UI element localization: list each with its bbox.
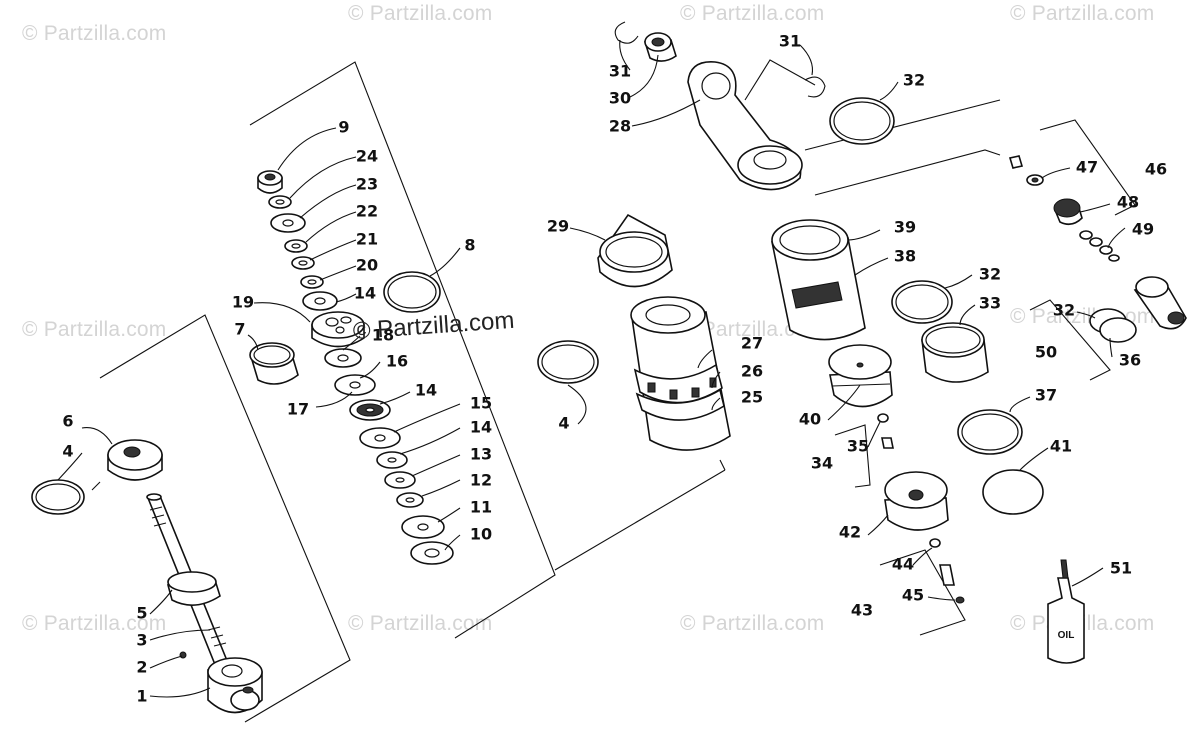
watermark: © Partzilla.com (348, 612, 493, 635)
callout-50: 50 (1035, 343, 1057, 362)
callout-23: 23 (356, 175, 378, 194)
callout-44: 44 (892, 555, 914, 574)
callout-30: 30 (609, 89, 631, 108)
group-bracket-lines (99, 59, 1136, 723)
callout-2: 2 (136, 658, 147, 677)
watermark: © Partzilla.com (348, 2, 493, 25)
valve-stack (249, 170, 454, 565)
callout-28: 28 (609, 117, 631, 136)
callout-49: 49 (1132, 220, 1154, 239)
callout-43: 43 (851, 601, 873, 620)
callout-37: 37 (1035, 386, 1057, 405)
callout-45: 45 (902, 586, 924, 605)
callout-32: 32 (903, 71, 925, 90)
watermark: © Partzilla.com (1010, 2, 1155, 25)
callout-14: 14 (415, 381, 437, 400)
callout-24: 24 (356, 147, 378, 166)
oil-label: OIL (1058, 630, 1075, 641)
watermark: © Partzilla.com (22, 22, 167, 45)
callout-9: 9 (338, 118, 349, 137)
callout-4: 4 (62, 442, 73, 461)
callout-14: 14 (354, 284, 376, 303)
callout-39: 39 (894, 218, 916, 237)
callout-20: 20 (356, 256, 378, 275)
oil-bottle-part (1047, 577, 1085, 664)
callout-12: 12 (470, 471, 492, 490)
callout-19: 19 (232, 293, 254, 312)
callout-41: 41 (1050, 437, 1072, 456)
callout-34: 34 (811, 454, 833, 473)
callout-47: 47 (1076, 158, 1098, 177)
watermark: © Partzilla.com (22, 318, 167, 341)
callout-38: 38 (894, 247, 916, 266)
callout-46: 46 (1145, 160, 1167, 179)
callout-16: 16 (386, 352, 408, 371)
callout-labels: 1 2 3 4 4 5 6 7 8 9 10 11 12 13 14 14 14… (62, 32, 1167, 706)
callout-10: 10 (470, 525, 492, 544)
callout-36: 36 (1119, 351, 1141, 370)
callout-21: 21 (356, 230, 378, 249)
callout-40: 40 (799, 410, 821, 429)
callout-31: 31 (609, 62, 631, 81)
callout-31: 31 (779, 32, 801, 51)
callout-15: 15 (470, 394, 492, 413)
callout-27: 27 (741, 334, 763, 353)
callout-32: 32 (1053, 301, 1075, 320)
watermark: © Partzilla.com (680, 612, 825, 635)
callout-7: 7 (234, 320, 245, 339)
callout-26: 26 (741, 362, 763, 381)
callout-25: 25 (741, 388, 763, 407)
shock-body: OIL (537, 21, 1187, 664)
callout-17: 17 (287, 400, 309, 419)
callout-1: 1 (136, 687, 147, 706)
callout-35: 35 (847, 437, 869, 456)
callout-51: 51 (1110, 559, 1132, 578)
callout-18: 18 (372, 326, 394, 345)
leader-lines (57, 39, 1126, 698)
callout-5: 5 (136, 604, 147, 623)
callout-8: 8 (464, 236, 475, 255)
watermark: © Partzilla.com (22, 612, 167, 635)
callout-6: 6 (62, 412, 73, 431)
callout-11: 11 (470, 498, 492, 517)
callout-4: 4 (558, 414, 569, 433)
callout-29: 29 (547, 217, 569, 236)
callout-32: 32 (979, 265, 1001, 284)
callout-13: 13 (470, 445, 492, 464)
callout-33: 33 (979, 294, 1001, 313)
watermark: © Partzilla.com (680, 2, 825, 25)
callout-14: 14 (470, 418, 492, 437)
callout-42: 42 (839, 523, 861, 542)
callout-22: 22 (356, 202, 378, 221)
callout-3: 3 (136, 631, 147, 650)
callout-48: 48 (1117, 193, 1139, 212)
shaft-assembly (31, 439, 263, 714)
grease-fitting-part (179, 651, 187, 659)
